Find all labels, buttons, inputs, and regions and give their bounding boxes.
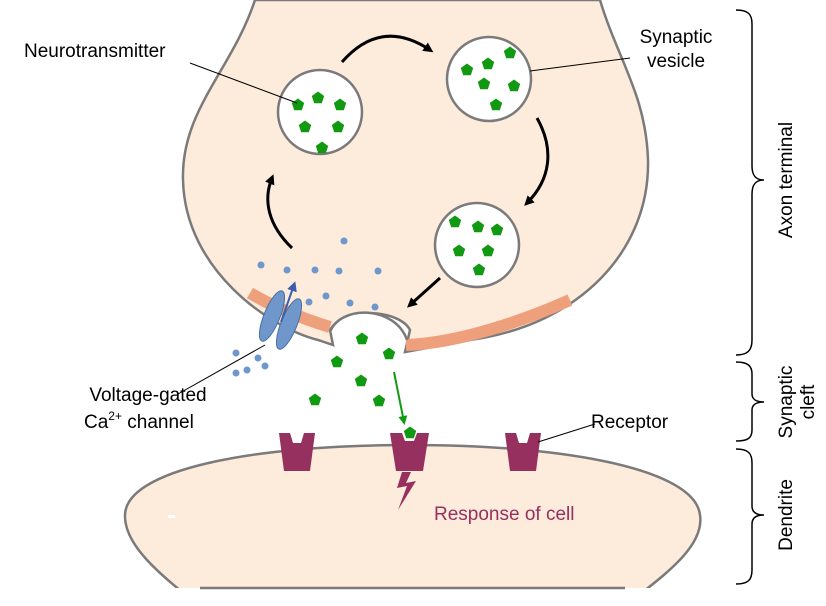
axon-terminal-label: Axon terminal [776, 122, 797, 238]
active-zone-right [405, 294, 573, 351]
voltage-gated-channel-icon [258, 281, 303, 350]
receptor-middle [390, 426, 429, 471]
neurotransmitter-leader [189, 62, 298, 104]
diffusion-arrow [393, 371, 408, 425]
neurotransmitter-label: Neurotransmitter [24, 41, 166, 62]
dendrite-brace [735, 448, 765, 585]
receptor-label: Receptor [591, 412, 669, 433]
dendrite-label: Dendrite [776, 479, 797, 551]
synaptic-vesicle-label-line1: Synaptic [640, 27, 713, 48]
lightning-bolt-icon [397, 472, 416, 510]
cycle-arrow-left [265, 174, 294, 250]
synaptic-vesicle-1 [276, 68, 364, 156]
response-label: Response of cell [434, 504, 574, 525]
released-neurotransmitters [308, 332, 396, 407]
axon-terminal-brace [735, 9, 765, 356]
synaptic-cleft-label-line1: Synaptic [776, 366, 797, 439]
vesicle-leader [529, 57, 631, 72]
cycle-arrow-top [340, 34, 434, 63]
receptor-leader [537, 423, 596, 443]
vgcc-label-line2: Ca2+ channel [84, 409, 194, 433]
receptor-right [505, 433, 541, 471]
synaptic-vesicle-3 [433, 201, 521, 289]
calcium-ions [232, 237, 382, 377]
vgcc-label-line1: Voltage-gated [89, 385, 206, 406]
fusing-vesicle [328, 311, 409, 341]
channel-leader [177, 344, 266, 395]
cycle-arrow-right [524, 117, 550, 206]
vgcc-ca: Ca [84, 412, 109, 433]
vgcc-channel-word: channel [122, 412, 194, 433]
synaptic-cleft-brace [735, 361, 765, 442]
synaptic-vesicle-2 [445, 35, 533, 123]
vgcc-superscript: 2+ [108, 409, 122, 423]
synaptic-vesicle-label-line2: vesicle [647, 51, 705, 72]
cycle-arrow-down [407, 276, 442, 308]
synaptic-cleft-label-line2: cleft [798, 384, 819, 420]
receptor-left [279, 433, 315, 471]
